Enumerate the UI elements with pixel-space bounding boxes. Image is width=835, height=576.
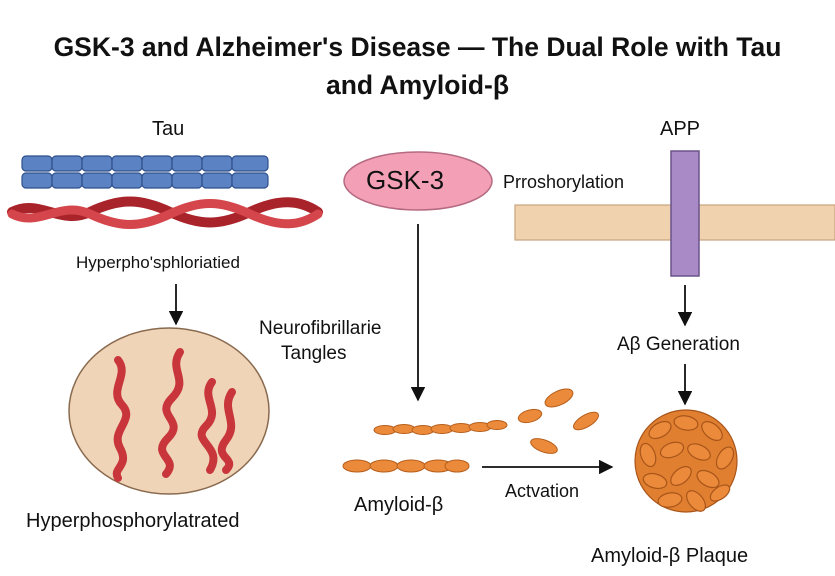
label-amyloid-beta: Amyloid-β [354, 494, 444, 516]
title-line-1: GSK-3 and Alzheimer's Disease — The Dual… [53, 32, 782, 62]
tau-fiber [7, 196, 323, 229]
neuron-cell [68, 327, 270, 495]
label-neurofibrillary-1: Neurofibrillarie [259, 318, 382, 339]
label-app: APP [660, 118, 701, 140]
amyloid-fragments [517, 388, 599, 454]
microtubule [21, 155, 269, 189]
label-tau: Tau [152, 118, 185, 140]
label-neurofibrillary-2: Tangles [281, 343, 347, 364]
label-hyperphosphorylated-bottom: Hyperphosphorylatrated [26, 510, 240, 532]
amyloid-chain-top [373, 420, 508, 435]
gsk3-node [343, 151, 493, 211]
label-activation: Actvation [505, 481, 580, 501]
label-phosphorylation: Prroshorylation [503, 172, 625, 192]
title-line-2: and Amyloid-β [325, 70, 510, 100]
label-hyperphosphorylated-top: Hyperpho'sphloriatied [76, 253, 240, 272]
label-plaque: Amyloid-β Plaque [591, 545, 749, 567]
amyloid-plaque [634, 409, 738, 513]
tau-tangles [112, 348, 236, 482]
label-abeta-generation: Aβ Generation [617, 334, 740, 355]
label-gsk3: GSK-3 [366, 165, 445, 195]
diagram-title: GSK-3 and Alzheimer's Disease — The Dual… [0, 28, 835, 104]
app-protein [670, 150, 700, 277]
amyloid-chain-bottom [342, 459, 470, 473]
